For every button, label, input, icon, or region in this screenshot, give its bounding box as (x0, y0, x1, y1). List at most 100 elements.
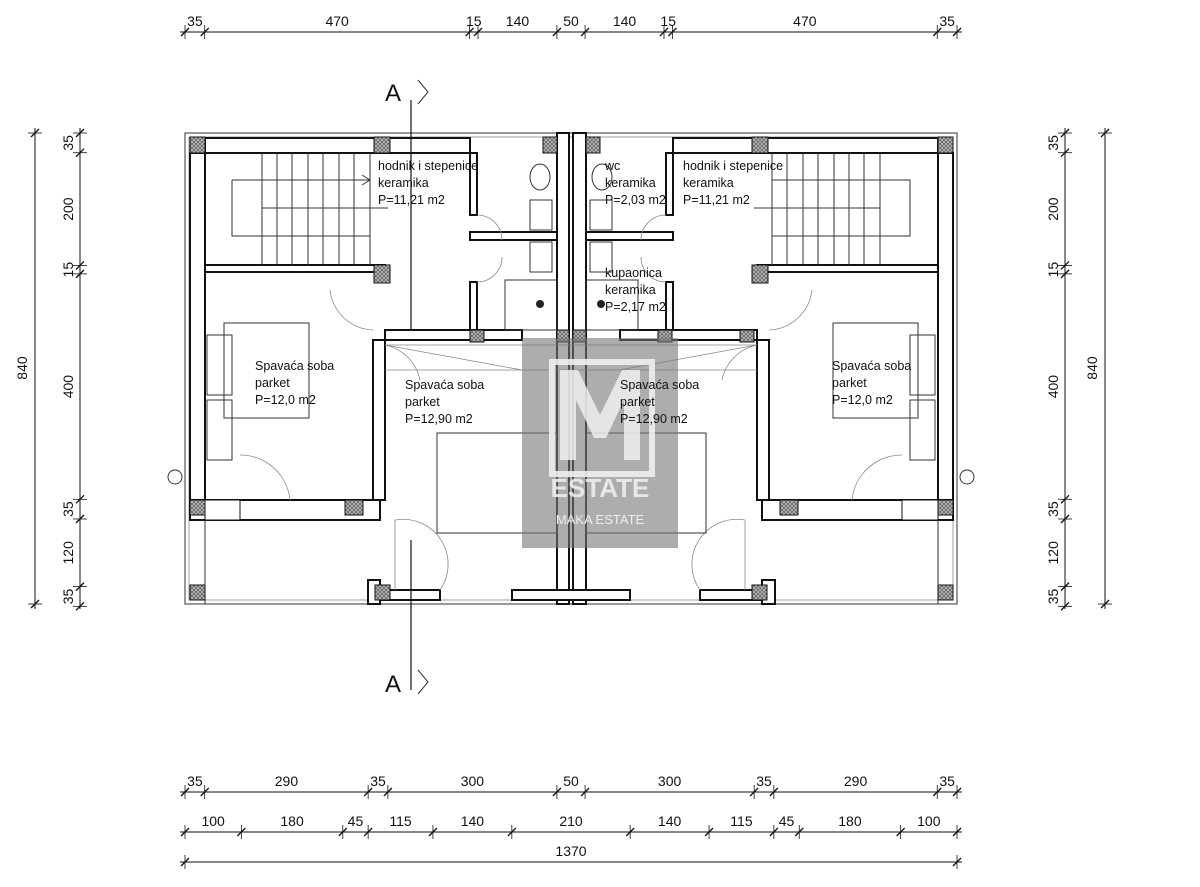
dimension-label: 35 (60, 501, 76, 517)
dimension-label: 100 (917, 813, 941, 829)
dimension-label: 290 (275, 773, 299, 789)
watermark-caption: MAKA ESTATE (556, 512, 645, 527)
dimension-label: 120 (60, 541, 76, 565)
dimension-chain-bottom-2: 100 180 45 115 140 210 140 115 45 180 100 (180, 813, 962, 839)
floor-drain-icon (536, 300, 544, 308)
room-name: Spavaća soba (620, 378, 699, 392)
downpipe-icon (167, 469, 183, 485)
watermark-letter-m-shape (560, 370, 640, 460)
room-floor: parket (405, 395, 440, 409)
dimension-label: 35 (756, 773, 772, 789)
dimension-label: 400 (1045, 375, 1061, 399)
dimension-total-right: 840 (1084, 128, 1112, 609)
dimension-lines: 35 470 15 140 50 140 15 470 35 35 290 35 300 50 300 35 2… (14, 13, 1112, 869)
dimension-label: 35 (939, 773, 955, 789)
dimension-chain-bottom-1: 35 290 35 300 50 300 35 290 35 (180, 773, 962, 799)
dimension-label: 180 (280, 813, 304, 829)
dimension-label: 120 (1045, 541, 1061, 565)
dimension-total: 840 (14, 356, 30, 380)
room-area: P=2,17 m2 (605, 300, 666, 314)
dimension-label: 35 (370, 773, 386, 789)
room-floor: parket (255, 376, 290, 390)
dimension-label: 200 (1045, 197, 1061, 221)
dimension-label: 35 (60, 135, 76, 151)
room-floor: parket (620, 395, 655, 409)
dimension-label: 35 (60, 588, 76, 604)
dimension-label: 140 (506, 13, 530, 29)
room-name: kupaonica (605, 266, 662, 280)
dimension-label: 35 (187, 773, 203, 789)
watermark-logo: ESTATE MAKA ESTATE (522, 338, 678, 548)
dimension-label: 15 (660, 13, 676, 29)
dimension-total-left: 840 (14, 128, 42, 609)
dimension-total: 1370 (555, 843, 586, 859)
dimension-label: 35 (1045, 588, 1061, 604)
dimension-label: 35 (1045, 501, 1061, 517)
dimension-label: 140 (461, 813, 485, 829)
room-floor: keramika (605, 283, 656, 297)
dimension-total: 840 (1084, 356, 1100, 380)
room-area: P=2,03 m2 (605, 193, 666, 207)
dimension-total-bottom: 1370 (180, 843, 962, 869)
door-swings (239, 214, 903, 591)
downpipe-icon (959, 469, 975, 485)
dimension-label: 50 (563, 13, 579, 29)
dimension-label: 100 (201, 813, 225, 829)
room-area: P=12,0 m2 (832, 393, 893, 407)
room-name: Spavaća soba (255, 359, 334, 373)
dimension-label: 180 (838, 813, 862, 829)
dimension-label: 140 (613, 13, 637, 29)
section-line-a: A A (385, 79, 429, 698)
dimension-label: 470 (793, 13, 817, 29)
section-label-top: A (385, 80, 401, 107)
dimension-label: 300 (461, 773, 485, 789)
room-area: P=12,0 m2 (255, 393, 316, 407)
room-area: P=11,21 m2 (683, 193, 750, 207)
floor-drain-icon (597, 300, 605, 308)
structural-columns (189, 136, 954, 601)
dimension-label: 35 (187, 13, 203, 29)
dimension-label: 210 (559, 813, 583, 829)
dimension-label: 470 (325, 13, 349, 29)
room-name: hodnik i stepenice (378, 159, 478, 173)
room-floor: keramika (683, 176, 734, 190)
dimension-label: 290 (844, 773, 868, 789)
dimension-label: 115 (389, 813, 412, 829)
dimension-label: 50 (563, 773, 579, 789)
dimension-label: 15 (60, 262, 76, 278)
dimension-label: 200 (60, 197, 76, 221)
dimension-label: 115 (730, 813, 753, 829)
dimension-chain-left: 35 200 15 400 35 120 35 (60, 128, 87, 611)
dimension-label: 15 (1045, 262, 1061, 278)
room-name: Spavaća soba (832, 359, 911, 373)
staircase-right (754, 153, 911, 265)
room-area: P=12,90 m2 (405, 412, 473, 426)
watermark-brand: ESTATE (551, 473, 650, 503)
room-area: P=12,90 m2 (620, 412, 688, 426)
dimension-label: 45 (779, 813, 795, 829)
room-floor: parket (832, 376, 867, 390)
dimension-label: 140 (658, 813, 682, 829)
room-name: hodnik i stepenice (683, 159, 783, 173)
room-floor: keramika (605, 176, 656, 190)
dimension-label: 35 (1045, 135, 1061, 151)
room-area: P=11,21 m2 (378, 193, 445, 207)
room-name: wc (604, 159, 620, 173)
dimension-label: 35 (939, 13, 955, 29)
dimension-label: 300 (658, 773, 682, 789)
dimension-label: 400 (60, 375, 76, 399)
dimension-label: 45 (348, 813, 364, 829)
room-name: Spavaća soba (405, 378, 484, 392)
